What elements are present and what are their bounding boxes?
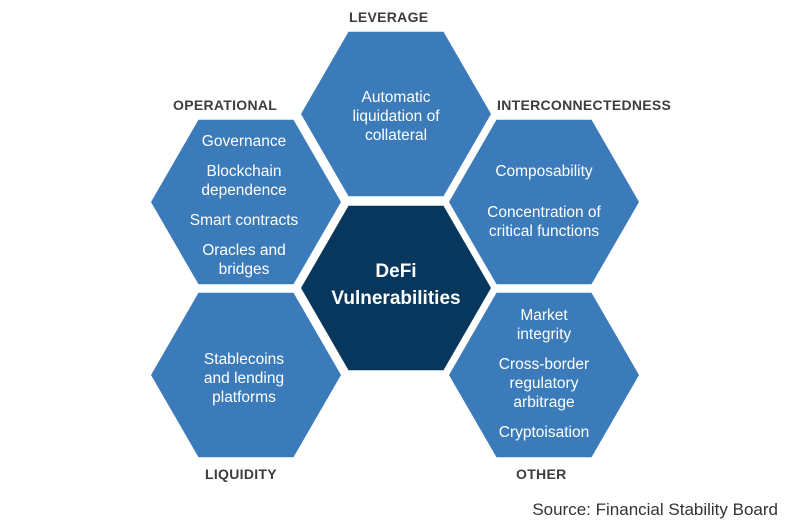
- item: Cryptoisation: [498, 424, 590, 441]
- item: Blockchain dependence: [201, 163, 287, 199]
- other-items: Market integrity Cross-border regulatory…: [454, 306, 634, 453]
- item: Market integrity: [516, 307, 572, 343]
- label-operational: OPERATIONAL: [173, 97, 278, 113]
- label-other: OTHER: [516, 466, 567, 482]
- label-liquidity: LIQUIDITY: [205, 466, 277, 482]
- hex-center: [301, 205, 491, 371]
- item: Concentration of critical functions: [487, 204, 601, 240]
- source-caption: Source: Financial Stability Board: [532, 500, 778, 519]
- item: Cross-border regulatory arbitrage: [498, 356, 590, 411]
- center-line1: DeFi: [375, 261, 417, 282]
- interconnectedness-items: Composability Concentration of critical …: [454, 162, 634, 252]
- hex-leverage: [301, 31, 491, 197]
- hex-interconnectedness: [449, 119, 639, 285]
- hex-operational: [151, 119, 341, 285]
- label-leverage: LEVERAGE: [349, 9, 429, 25]
- item: Smart contracts: [189, 212, 299, 229]
- item: Oracles and bridges: [202, 242, 286, 278]
- leverage-items: Automatic liquidation of collateral: [306, 88, 486, 145]
- item: Automatic liquidation of collateral: [352, 89, 440, 144]
- hex-liquidity: [151, 292, 341, 458]
- label-interconnectedness: INTERCONNECTEDNESS: [497, 97, 672, 113]
- center-line2: Vulnerabilities: [331, 288, 461, 309]
- liquidity-items: Stablecoins and lending platforms: [154, 350, 334, 418]
- hex-other: [449, 292, 639, 458]
- operational-items: Governance Blockchain dependence Smart c…: [154, 132, 334, 290]
- center-title: DeFi Vulnerabilities: [306, 258, 486, 312]
- item: Governance: [201, 133, 287, 150]
- item: Composability: [495, 163, 593, 180]
- item: Stablecoins and lending platforms: [203, 351, 285, 406]
